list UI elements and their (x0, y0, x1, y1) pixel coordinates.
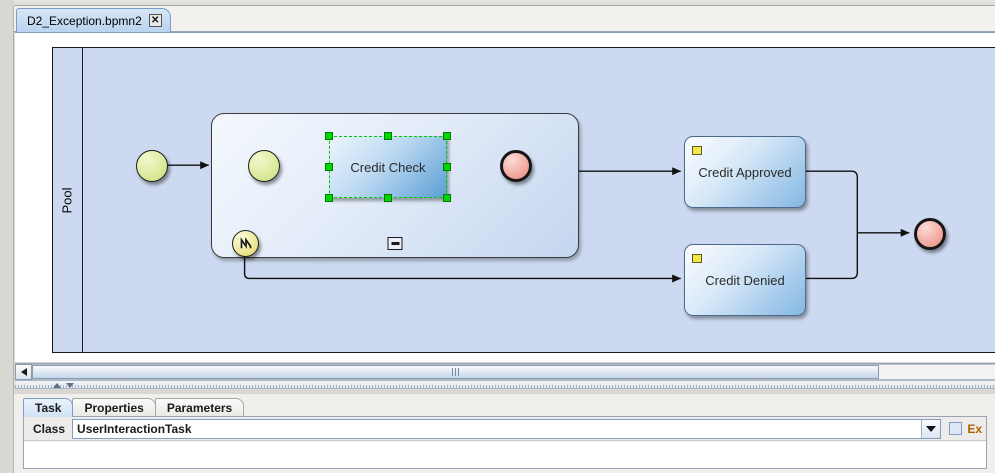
properties-tab-content: Class Ex (23, 417, 987, 469)
panel-splitter[interactable] (15, 380, 995, 389)
document-tab-d2-exception[interactable]: D2_Exception.bpmn2 ✕ (16, 8, 171, 32)
tab-parameters-label: Parameters (166, 401, 233, 415)
chevron-down-icon (926, 425, 937, 432)
resize-handle-w[interactable] (325, 163, 333, 171)
user-task-marker-icon (692, 146, 702, 155)
external-checkbox-label: Ex (967, 421, 982, 436)
properties-empty-area (24, 442, 986, 468)
resize-handle-n[interactable] (384, 132, 392, 140)
tab-strip-underline (23, 416, 987, 417)
class-field-label: Class (33, 421, 66, 436)
resize-handle-s[interactable] (384, 194, 392, 202)
tab-properties-label: Properties (84, 401, 144, 415)
class-combo-box[interactable] (72, 418, 942, 439)
minus-marker-icon[interactable] (387, 237, 403, 250)
triangle-up-icon[interactable] (53, 383, 61, 388)
editor-area: Pool (0, 32, 995, 394)
properties-panel: Task Properties Parameters Class (0, 394, 995, 473)
pool-label: Pool (60, 186, 75, 214)
class-input[interactable] (73, 419, 922, 438)
task-credit-check[interactable]: Credit Check (329, 136, 447, 198)
pool-container[interactable]: Pool (52, 47, 995, 353)
scrollbar-track[interactable] (32, 364, 995, 380)
boundary-error-event[interactable] (232, 230, 259, 257)
close-x-icon[interactable]: ✕ (148, 14, 162, 27)
start-event-outer[interactable] (136, 150, 168, 182)
user-task-marker-icon (692, 254, 702, 263)
tab-properties[interactable]: Properties (72, 398, 156, 417)
properties-gutter (0, 394, 14, 473)
splitter-collapse-controls (53, 381, 74, 390)
resize-handle-e[interactable] (443, 163, 451, 171)
triangle-down-icon[interactable] (66, 383, 74, 388)
task-credit-approved[interactable]: Credit Approved (684, 136, 806, 208)
properties-panel-inner: Task Properties Parameters Class (15, 394, 995, 473)
document-tab-bar: D2_Exception.bpmn2 ✕ (0, 6, 995, 32)
window-top-strip (0, 0, 995, 6)
task-credit-denied[interactable]: Credit Denied (684, 244, 806, 316)
external-checkbox-group[interactable]: Ex (941, 422, 986, 436)
properties-tab-strip: Task Properties Parameters (23, 398, 245, 417)
tab-task[interactable]: Task (23, 398, 74, 417)
external-checkbox[interactable] (949, 422, 963, 435)
window-top-strip-gutter (0, 0, 14, 6)
pool-header[interactable]: Pool (53, 48, 83, 352)
scrollbar-thumb[interactable] (32, 365, 880, 379)
lightning-bolt-icon (240, 236, 251, 249)
resize-handle-nw[interactable] (325, 132, 333, 140)
tab-parameters[interactable]: Parameters (154, 398, 245, 417)
task-credit-denied-label: Credit Denied (705, 272, 785, 288)
task-credit-approved-label: Credit Approved (698, 164, 792, 180)
class-dropdown-button[interactable] (921, 419, 941, 438)
tab-task-label: Task (35, 401, 62, 415)
start-event-inner[interactable] (248, 150, 280, 182)
grip-icon (452, 368, 460, 376)
tab-bar-gutter (0, 6, 14, 32)
diagram-canvas[interactable]: Pool (15, 32, 995, 362)
editor-gutter (0, 32, 14, 394)
class-field-row: Class Ex (24, 417, 986, 441)
task-credit-check-label: Credit Check (350, 159, 426, 175)
scroll-left-button[interactable] (15, 364, 32, 380)
end-event-inner[interactable] (500, 150, 532, 182)
arrow-left-icon (20, 368, 27, 376)
resize-handle-sw[interactable] (325, 194, 333, 202)
resize-handle-ne[interactable] (443, 132, 451, 140)
resize-handle-se[interactable] (443, 194, 451, 202)
canvas-horizontal-scrollbar[interactable] (15, 363, 995, 380)
document-tab-label: D2_Exception.bpmn2 (27, 13, 142, 28)
end-event-outer[interactable] (914, 218, 946, 250)
